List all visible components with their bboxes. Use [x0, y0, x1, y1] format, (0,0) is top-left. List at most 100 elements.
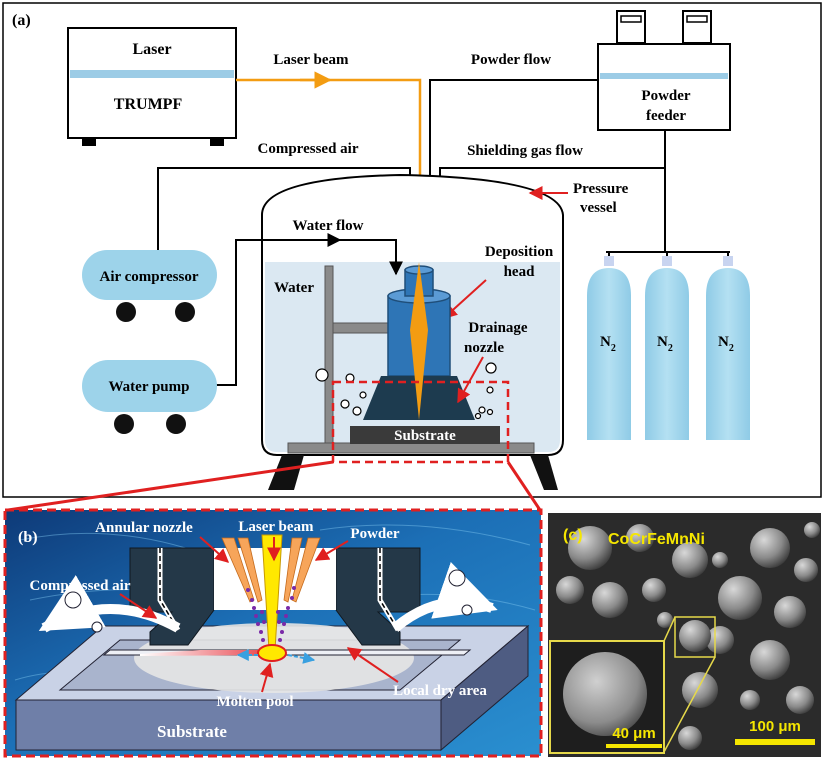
deposition-pointer: [442, 279, 487, 319]
panel-a-label: (a): [12, 12, 31, 29]
gas-cylinders: N2 N2 N2: [587, 251, 750, 440]
cylinder-n2-2: N2: [645, 256, 689, 440]
panel-b-frame: [3, 508, 543, 758]
water-flow-label: Water flow: [293, 218, 364, 234]
deposition-label-2: head: [504, 264, 536, 280]
compressed-air-b-pointer: [119, 593, 158, 619]
sem-zoom-particle: [679, 620, 711, 652]
powder-laser-stream: [221, 534, 321, 651]
laser-beam-b-label: Laser beam: [238, 519, 314, 535]
zoom-connector-left: [7, 460, 334, 512]
feeder-label-1: Powder: [641, 88, 690, 104]
bubbles: [315, 362, 497, 420]
powder-b-pointer: [314, 540, 349, 561]
powder-feeder: Powder feeder: [597, 10, 731, 131]
laser-unit: Laser TRUMPF: [67, 27, 237, 146]
powder-particles: [246, 586, 296, 642]
bubble: [478, 406, 486, 414]
sem-zoom-box: [674, 616, 716, 658]
panel-c-label: (c): [563, 527, 583, 544]
cylinder-body: [645, 268, 689, 440]
cylinder-label: N2: [657, 334, 673, 354]
bubble: [485, 362, 497, 374]
panel-b-label: (b): [18, 529, 38, 546]
stand-arm: [332, 322, 390, 334]
molten-pool-label: Molten pool: [216, 694, 293, 710]
bubble: [474, 412, 482, 420]
air-compressor-wheel-left: [116, 302, 136, 322]
local-dry-area-pointer: [346, 647, 399, 683]
cylinder-n2-3: N2: [706, 256, 750, 440]
shielding-gas-label: Shielding gas flow: [467, 143, 583, 159]
laser-stripe: [70, 70, 234, 78]
cylinder-valve: [723, 256, 733, 266]
bubble: [340, 399, 350, 409]
sem-material-label: CoCrFeMnNi: [608, 531, 705, 548]
vessel-leg-right: [530, 455, 558, 490]
right-air-channel-dash: [379, 548, 399, 631]
zoom-connector-right: [506, 461, 542, 511]
water-pump-body: [82, 360, 217, 412]
powder-tube-left-2: [237, 537, 263, 603]
laser-cone: [410, 262, 428, 420]
slab-side: [440, 624, 529, 752]
compressed-air-b-label: Compressed air: [30, 578, 131, 594]
panel-c: (c) CoCrFeMnNi 40 μm 100 μm: [548, 513, 821, 757]
bubble: [352, 406, 362, 416]
laser-box: [67, 27, 237, 139]
right-flow-arrow: [287, 652, 316, 664]
scale-small-bar: [606, 744, 662, 748]
sem-particles: [556, 522, 820, 750]
feeder-hopper-cap-left: [620, 15, 642, 23]
molten-pool-pointer: [259, 662, 274, 693]
substrate-label: Substrate: [394, 428, 456, 444]
air-outflow-right: [391, 562, 498, 632]
molten-pool: [257, 644, 287, 662]
cylinder-label: N2: [600, 334, 616, 354]
cylinder-valve: [604, 256, 614, 266]
sem-inset-particle: [563, 652, 647, 736]
water-pump-label: Water pump: [109, 379, 190, 395]
air-compressor: Air compressor: [82, 250, 217, 322]
sem-zoom-lines: [663, 616, 716, 753]
laser-brand: TRUMPF: [114, 96, 183, 113]
scale-large-label: 100 μm: [749, 718, 801, 735]
scale-large-bar: [735, 739, 815, 745]
cylinder-n2-1: N2: [587, 256, 631, 440]
panel-b-bubbles: [64, 569, 473, 633]
laser-beam-label: Laser beam: [273, 52, 349, 68]
cylinder-body: [706, 268, 750, 440]
vessel-leg-left: [268, 455, 304, 490]
drainage-label-1: Drainage: [468, 320, 528, 336]
deposition-label-1: Deposition: [485, 244, 554, 260]
water-pump-wheel-left: [114, 414, 134, 434]
annular-nozzle-pointer: [199, 536, 230, 563]
cylinder-valve: [662, 256, 672, 266]
drainage-pointer: [457, 356, 484, 404]
air-compressor-body: [82, 250, 217, 300]
bubble: [315, 368, 329, 382]
pressure-label-2: vessel: [580, 200, 617, 216]
panel-b-substrate-label: Substrate: [157, 722, 227, 741]
feeder-stripe: [600, 73, 728, 79]
drainage-label-2: nozzle: [464, 340, 504, 356]
laser-foot-right: [210, 138, 224, 146]
cylinder-body: [587, 268, 631, 440]
water-label: Water: [274, 280, 314, 296]
feeder-box: [597, 43, 731, 131]
water-pump-wheel-right: [166, 414, 186, 434]
powder-flow-label: Powder flow: [471, 52, 551, 68]
air-compressor-wheel-right: [175, 302, 195, 322]
pressure-label-1: Pressure: [573, 181, 629, 197]
panel-b: (b) Substrate: [3, 508, 543, 758]
powder-tube-right-2: [291, 537, 321, 603]
feeder-hopper-cap-right: [686, 15, 708, 23]
annular-nozzle-label: Annular nozzle: [95, 520, 193, 536]
air-compressor-label: Air compressor: [99, 269, 198, 285]
panel-a: (a) Laser TRUMPF Laser beam Powder feede…: [2, 2, 822, 512]
water-pump: Water pump: [82, 360, 217, 434]
feeder-label-2: feeder: [646, 108, 686, 124]
bubble: [486, 386, 494, 394]
laser-foot-left: [82, 138, 96, 146]
